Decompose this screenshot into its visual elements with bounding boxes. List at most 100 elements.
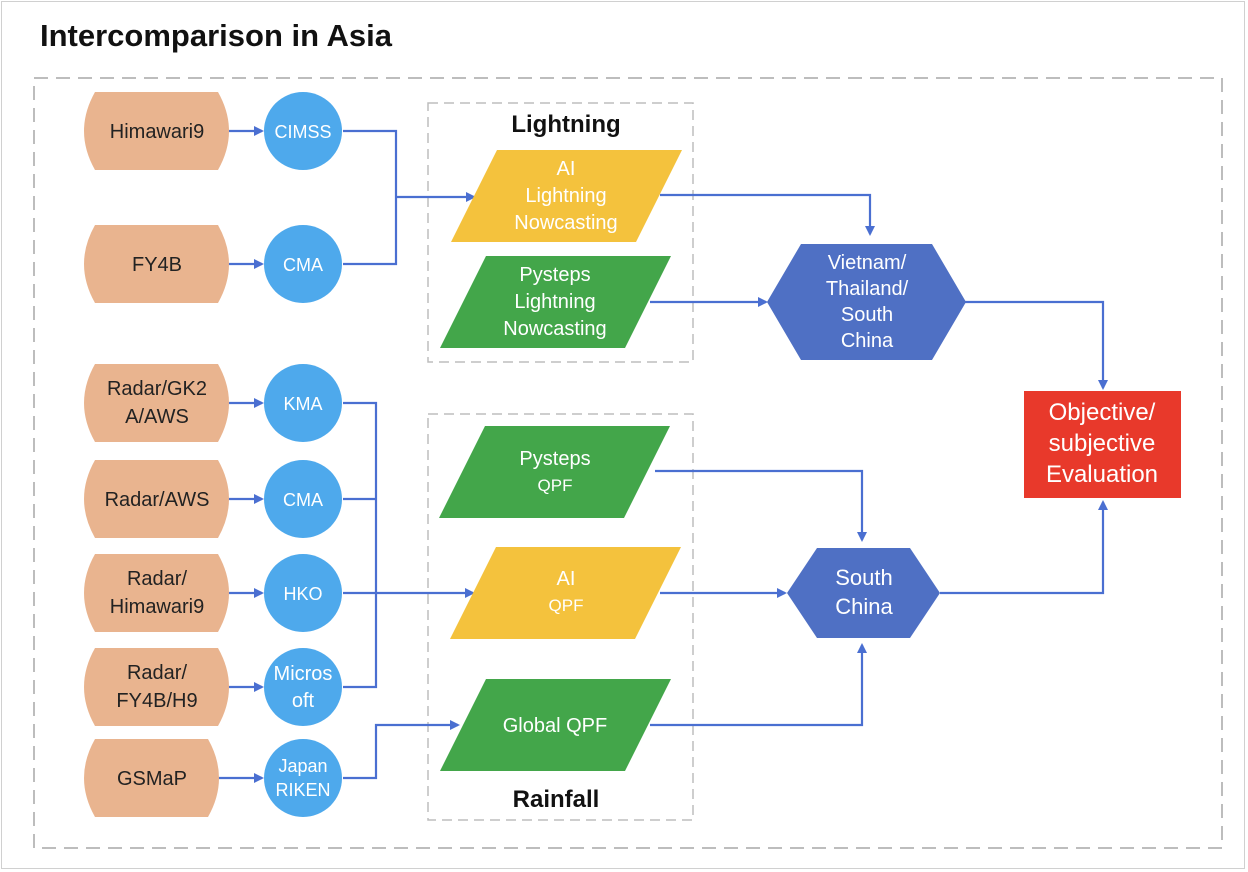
provider-label: CMA bbox=[283, 255, 323, 275]
model-label: QPF bbox=[549, 596, 584, 615]
source-shape bbox=[84, 554, 229, 632]
arrow-rainfall-region-to-evaluation bbox=[940, 500, 1108, 595]
region-label: China bbox=[841, 330, 894, 352]
ai-qpf-shape bbox=[450, 547, 681, 639]
model-node: Pysteps Lightning Nowcasting bbox=[440, 256, 671, 348]
source-label: Radar/AWS bbox=[105, 489, 210, 511]
data-sources: Himawari9 FY4B Radar/GK2 A/AWS Radar/AWS… bbox=[84, 92, 229, 817]
lightning-region-hexagon bbox=[767, 244, 966, 360]
model-node: AI Lightning Nowcasting bbox=[451, 150, 682, 242]
rainfall-group-box bbox=[427, 413, 694, 821]
provider-label: Japan bbox=[278, 756, 327, 776]
provider-node: CMA bbox=[264, 460, 342, 538]
source-label: Radar/ bbox=[127, 662, 187, 684]
rainfall-region-node: South China bbox=[787, 548, 940, 638]
provider-circle bbox=[264, 92, 342, 170]
source-tape: Radar/ Himawari9 bbox=[84, 554, 229, 632]
pysteps-lightning-shape bbox=[440, 256, 671, 348]
provider-circle bbox=[264, 225, 342, 303]
model-label: Nowcasting bbox=[514, 212, 617, 234]
source-tape: Radar/ FY4B/H9 bbox=[84, 648, 229, 726]
provider-label: HKO bbox=[283, 584, 322, 604]
arrow-lightning-region-to-evaluation bbox=[965, 300, 1108, 390]
source-tape: GSMaP bbox=[84, 739, 219, 817]
provider-node: KMA bbox=[264, 364, 342, 442]
provider-label: CIMSS bbox=[274, 122, 331, 142]
provider-node: HKO bbox=[264, 554, 342, 632]
lightning-group-box bbox=[427, 102, 694, 363]
provider-circle bbox=[264, 460, 342, 538]
provider-label: Micros bbox=[274, 663, 333, 685]
source-tape: Radar/AWS bbox=[84, 460, 229, 538]
source-label: FY4B/H9 bbox=[116, 690, 197, 712]
evaluation-label: subjective bbox=[1049, 430, 1156, 457]
source-label: Himawari9 bbox=[110, 596, 204, 618]
provider-label: RIKEN bbox=[275, 780, 330, 800]
source-tape: Radar/GK2 A/AWS bbox=[84, 364, 229, 442]
rainfall-group-label: Rainfall bbox=[513, 786, 600, 813]
model-label: Pysteps bbox=[519, 448, 590, 470]
provider-node: Micros oft bbox=[264, 648, 342, 726]
source-label: FY4B bbox=[132, 254, 182, 276]
source-label: Radar/ bbox=[127, 568, 187, 590]
provider-node: CIMSS bbox=[264, 92, 342, 170]
provider-label: CMA bbox=[283, 490, 323, 510]
connectors bbox=[218, 126, 1108, 783]
rainfall-region-hexagon bbox=[787, 548, 940, 638]
arrow-to-global-qpf bbox=[343, 720, 460, 780]
source-shape bbox=[84, 460, 229, 538]
region-label: Thailand/ bbox=[826, 278, 909, 300]
model-node: Global QPF bbox=[440, 679, 671, 771]
ai-lightning-shape bbox=[451, 150, 682, 242]
region-label: South bbox=[841, 304, 893, 326]
source-label: A/AWS bbox=[125, 406, 189, 428]
model-node: Pysteps QPF bbox=[439, 426, 670, 518]
global-qpf-shape bbox=[440, 679, 671, 771]
pysteps-qpf-shape bbox=[439, 426, 670, 518]
source-shape bbox=[84, 739, 219, 817]
outer-dashed-group bbox=[33, 77, 1223, 849]
model-label: Lightning bbox=[514, 291, 595, 313]
model-label: Global QPF bbox=[503, 715, 607, 737]
arrow-ai-lightning-to-region bbox=[660, 193, 875, 236]
lightning-group-label: Lightning bbox=[511, 111, 620, 138]
provider-node: Japan RIKEN bbox=[264, 739, 342, 817]
region-label: South bbox=[835, 565, 893, 590]
model-node: AI QPF bbox=[450, 547, 681, 639]
lightning-region-node: Vietnam/ Thailand/ South China bbox=[767, 244, 966, 360]
connector-satellite-merge bbox=[343, 129, 398, 266]
region-label: Vietnam/ bbox=[828, 252, 907, 274]
provider-node: CMA bbox=[264, 225, 342, 303]
model-label: Pysteps bbox=[519, 264, 590, 286]
source-label: Radar/GK2 bbox=[107, 378, 207, 400]
provider-label: KMA bbox=[283, 394, 322, 414]
lightning-models: AI Lightning Nowcasting Pysteps Lightnin… bbox=[440, 150, 682, 348]
evaluation-label: Objective/ bbox=[1049, 399, 1156, 426]
diagram-title: Intercomparison in Asia bbox=[40, 18, 392, 53]
model-label: Nowcasting bbox=[503, 318, 606, 340]
source-shape bbox=[84, 364, 229, 442]
providers: CIMSS CMA KMA CMA HKO Micros oft Japan R… bbox=[264, 92, 342, 817]
provider-circle bbox=[264, 364, 342, 442]
arrow-global-qpf-to-region bbox=[650, 643, 867, 727]
evaluation-node: Objective/ subjective Evaluation bbox=[1024, 391, 1181, 498]
source-label: Himawari9 bbox=[110, 121, 204, 143]
model-label: AI bbox=[557, 158, 576, 180]
regions: Vietnam/ Thailand/ South China South Chi… bbox=[767, 244, 966, 638]
evaluation-label: Evaluation bbox=[1046, 461, 1158, 488]
model-label: QPF bbox=[538, 476, 573, 495]
provider-circle bbox=[264, 554, 342, 632]
connector-radar-merge bbox=[343, 401, 378, 689]
source-tape: Himawari9 bbox=[84, 92, 229, 170]
region-label: China bbox=[835, 594, 893, 619]
provider-circle bbox=[264, 648, 342, 726]
rainfall-models: Pysteps QPF AI QPF Global QPF bbox=[439, 426, 681, 771]
model-label: AI bbox=[557, 568, 576, 590]
source-tape: FY4B bbox=[84, 225, 229, 303]
arrow-pysteps-qpf-to-region bbox=[655, 469, 867, 542]
source-shape bbox=[84, 225, 229, 303]
evaluation-box bbox=[1024, 391, 1181, 498]
provider-label: oft bbox=[292, 690, 315, 712]
